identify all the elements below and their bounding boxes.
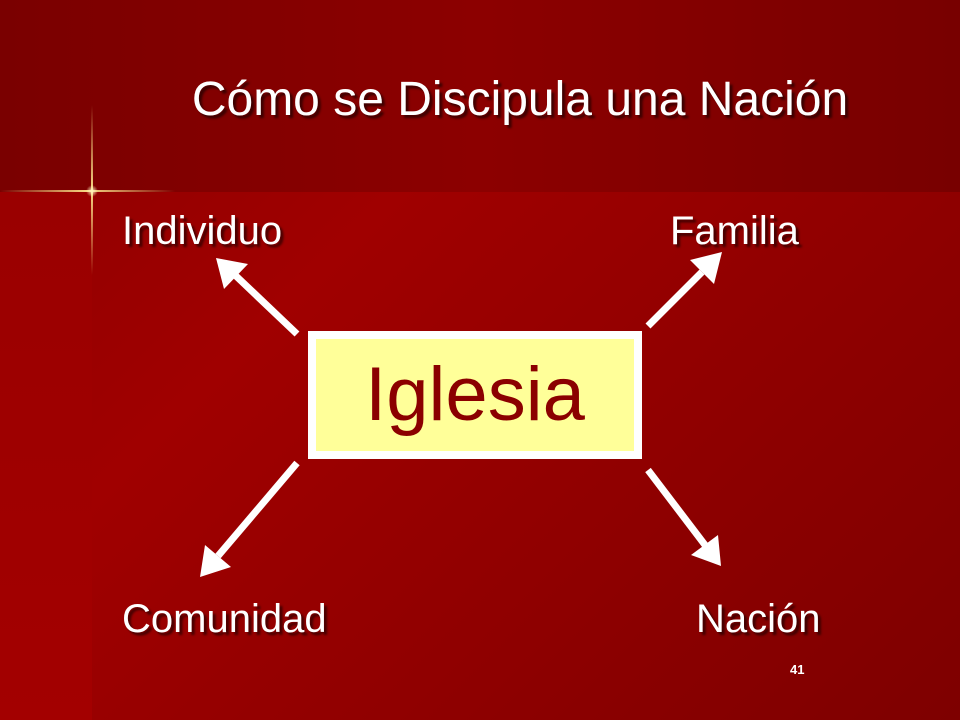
slide-title: Cómo se Discipula una Nación: [191, 73, 849, 126]
center-label: Iglesia: [365, 352, 585, 437]
node-nacion: Nación: [696, 597, 821, 641]
page-number: 41: [790, 662, 805, 677]
header-band: [0, 0, 960, 192]
center-box: Iglesia: [308, 331, 642, 459]
node-familia: Familia: [670, 209, 799, 253]
arrow-to-comunidad: [200, 460, 300, 577]
arrow-to-nacion: [645, 467, 721, 566]
left-panel: [0, 192, 92, 720]
sparkle-glow: [86, 185, 98, 197]
node-comunidad: Comunidad: [122, 597, 327, 641]
node-individuo: Individuo: [122, 209, 283, 253]
arrow-to-familia: [645, 252, 722, 329]
arrow-to-individuo: [216, 258, 300, 337]
